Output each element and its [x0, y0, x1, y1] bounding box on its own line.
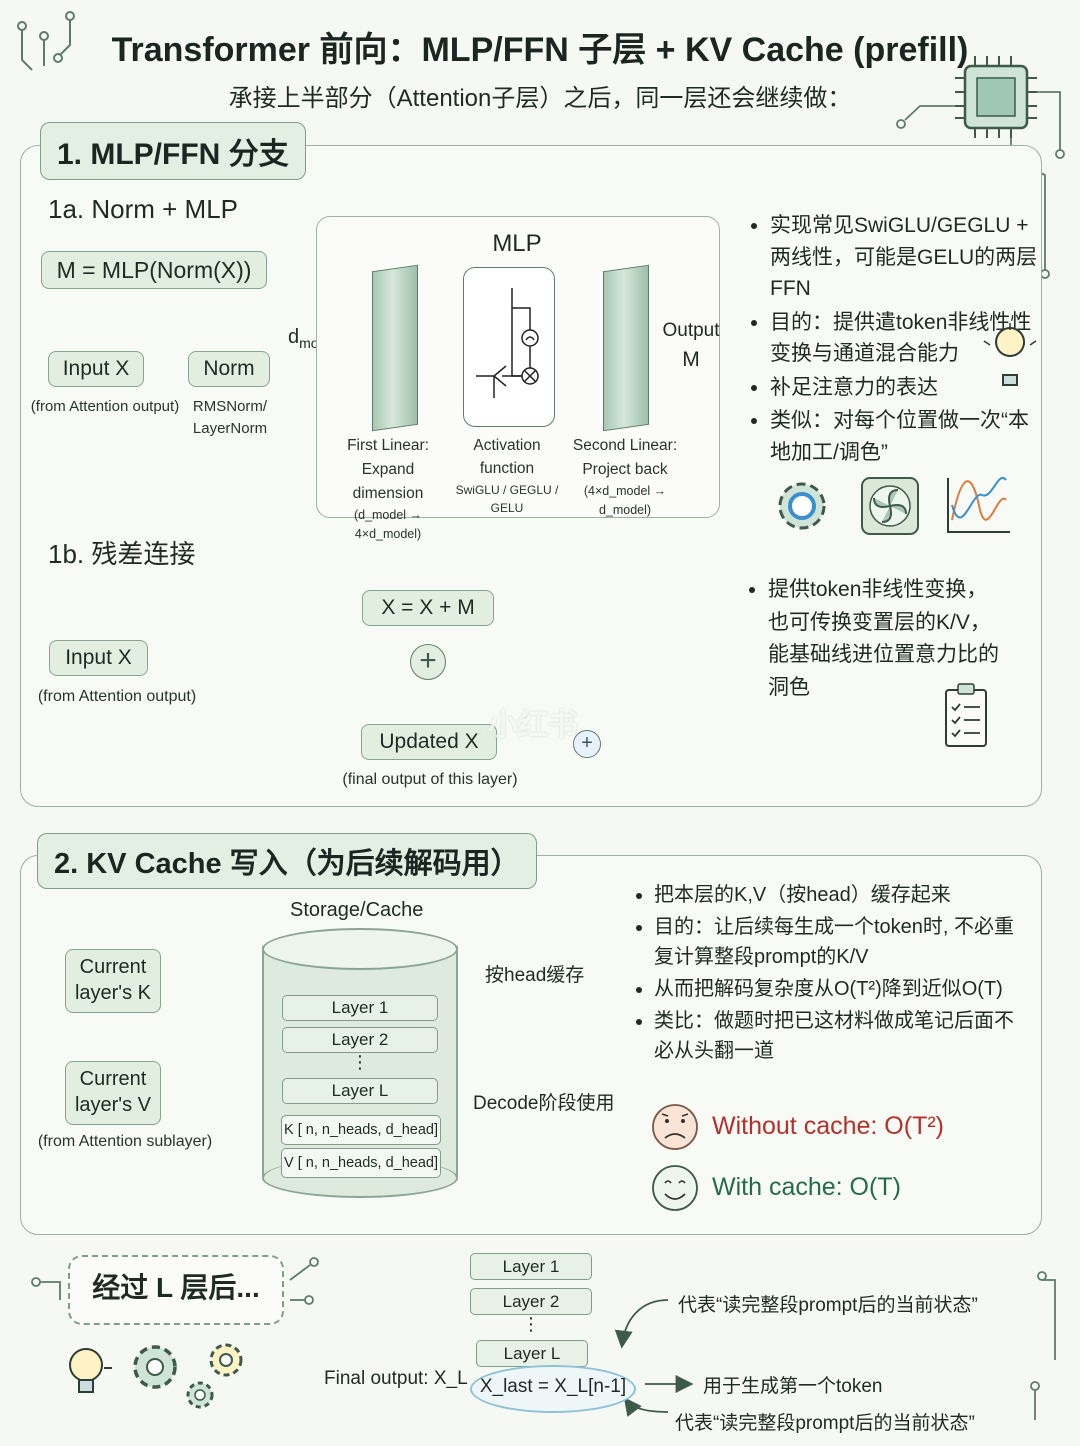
- current-v-line2: layer's V: [74, 1094, 152, 1116]
- plus-circle-icon: +: [573, 730, 601, 758]
- section2-panel: [20, 855, 1042, 1235]
- circuit-icon: [31, 1257, 1056, 1420]
- plus-circle-icon: +: [410, 644, 446, 680]
- first-linear-line3: (d_model → 4×d_model): [353, 508, 423, 542]
- without-cache-label: Without cache: O(T²): [712, 1112, 944, 1140]
- after-l-layers-box: 经过 L 层后...: [68, 1255, 284, 1325]
- output-m-label: Output M: [662, 318, 720, 374]
- section2-heading: 2. KV Cache 写入（为后续解码用）: [37, 833, 537, 889]
- second-linear-line1: Second Linear:: [572, 437, 678, 454]
- final-output-label: Final output: X_L: [324, 1368, 468, 1389]
- chip-icon: [896, 56, 1065, 279]
- final-ellipsis: ⋮: [522, 1314, 540, 1334]
- norm-box: Norm: [188, 351, 270, 387]
- note-mid: 用于生成第一个token: [703, 1376, 883, 1397]
- bullet: 实现常见SwiGLU/GEGLU + 两线性，可能是GELU的两层FFN: [770, 210, 1038, 305]
- cache-layer-l: Layer L: [282, 1078, 438, 1104]
- section2-bullets: 把本层的K,V（按head）缓存起来 目的：让后续每生成一个token时, 不必…: [632, 880, 1027, 1068]
- bullet: 补足注意力的表达: [770, 372, 1038, 404]
- bullet: 从而把解码复杂度从O(T²)降到近似O(T): [654, 974, 1027, 1004]
- per-head-label: 按head缓存: [485, 965, 585, 986]
- section1-bullets: 实现常见SwiGLU/GEGLU + 两线性，可能是GELU的两层FFN 目的：…: [748, 210, 1038, 470]
- mlp-title: MLP: [492, 230, 542, 257]
- input-x-box: Input X: [48, 351, 144, 387]
- v-shape-row: V [ n, n_heads, d_head]: [281, 1148, 441, 1178]
- cylinder-top: [262, 928, 458, 970]
- page-subtitle: 承接上半部分（Attention子层）之后，同一层还会继续做：: [228, 85, 852, 112]
- watermark: 小红书: [488, 709, 578, 742]
- x-last-ellipse: X_last = X_L[n-1]: [470, 1365, 636, 1413]
- activation-line1: Activation: [473, 437, 541, 454]
- section1a-heading: 1a. Norm + MLP: [48, 194, 239, 224]
- note-bottom: 代表“读完整段prompt后的当前状态”: [675, 1413, 975, 1434]
- note-top: 代表“读完整段prompt后的当前状态”: [678, 1295, 978, 1316]
- storage-label: Storage/Cache: [290, 899, 424, 921]
- cache-layer-2: Layer 2: [282, 1027, 438, 1053]
- bullet: 目的：让后续每生成一个token时, 不必重复计算整段prompt的K/V: [654, 912, 1027, 972]
- updated-x-note: (final output of this layer): [342, 771, 518, 788]
- output-var: M: [682, 347, 700, 371]
- cache-ellipsis: ⋮: [351, 1052, 369, 1072]
- second-linear-label: Second Linear: Project back (4×d_model →…: [565, 434, 685, 521]
- bullet: 目的：提供遣token非线性性变换与通道混合能力: [770, 307, 1038, 370]
- mlp-formula: M = MLP(Norm(X)): [41, 251, 267, 289]
- norm-note: RMSNorm/ LayerNorm: [185, 396, 275, 440]
- bullet: 类似：对每个位置做一次“本地加工/调色”: [770, 405, 1038, 468]
- current-v-box: Current layer's V: [65, 1061, 161, 1125]
- final-layer-2: Layer 2: [470, 1288, 592, 1315]
- section1b-heading: 1b. 残差连接: [48, 539, 196, 569]
- page-title: Transformer 前向：MLP/FFN 子层 + KV Cache (pr…: [111, 31, 969, 69]
- activation-box: [463, 267, 555, 427]
- activation-line2: function: [479, 460, 535, 478]
- residual-formula: X = X + M: [362, 590, 494, 626]
- activation-line4: GELU: [490, 500, 524, 515]
- dmodel-main: d: [288, 326, 300, 348]
- input-x-residual-note: (from Attention output): [37, 688, 197, 705]
- from-attention-note: (from Attention sublayer): [37, 1133, 213, 1150]
- norm-note-line1: RMSNorm/: [192, 398, 268, 415]
- first-linear-label: First Linear: Expand dimension (d_model …: [328, 434, 448, 545]
- bullet: 提供token非线性变换，也可传换变置层的K/V，能基础线进位置意力比的洞色: [768, 574, 1006, 704]
- updated-x-box: Updated X: [361, 724, 497, 760]
- bullet: 把本层的K,V（按head）缓存起来: [654, 880, 1027, 910]
- activation-graph-icon: [476, 288, 539, 398]
- current-v-line1: Current: [79, 1068, 147, 1090]
- input-x-residual: Input X: [49, 640, 148, 676]
- k-shape-row: K [ n, n_heads, d_head]: [281, 1115, 441, 1145]
- second-linear-slab: [603, 264, 649, 432]
- output-label: Output: [662, 320, 720, 341]
- current-k-line1: Current: [79, 956, 147, 978]
- with-cache-label: With cache: O(T): [712, 1173, 901, 1201]
- final-layer-1: Layer 1: [470, 1253, 592, 1280]
- activation-label: Activation function SwiGLU / GEGLU / GEL…: [448, 434, 566, 517]
- current-k-box: Current layer's K: [65, 949, 161, 1013]
- decode-use-label: Decode阶段使用: [473, 1093, 615, 1114]
- first-linear-line2: Expand dimension: [352, 461, 424, 503]
- second-linear-line3: (4×d_model → d_model): [583, 484, 667, 518]
- current-k-line2: layer's K: [74, 982, 152, 1004]
- input-x-note: (from Attention output): [30, 398, 180, 415]
- second-linear-line2: Project back: [582, 461, 668, 479]
- final-layer-l: Layer L: [476, 1340, 588, 1367]
- bullet: 类比：做题时把已这材料做成笔记后面不必从头翻一道: [654, 1006, 1027, 1066]
- section1-heading: 1. MLP/FFN 分支: [40, 122, 306, 180]
- cache-layer-1: Layer 1: [282, 995, 438, 1021]
- first-linear-slab: [372, 264, 418, 432]
- circuit-icon: [17, 11, 75, 71]
- activation-line3: SwiGLU / GEGLU /: [455, 482, 559, 497]
- section1b-bullets: 提供token非线性变换，也可传换变置层的K/V，能基础线进位置意力比的洞色: [746, 574, 1006, 706]
- first-linear-line1: First Linear:: [347, 437, 429, 454]
- norm-note-line2: LayerNorm: [192, 419, 268, 437]
